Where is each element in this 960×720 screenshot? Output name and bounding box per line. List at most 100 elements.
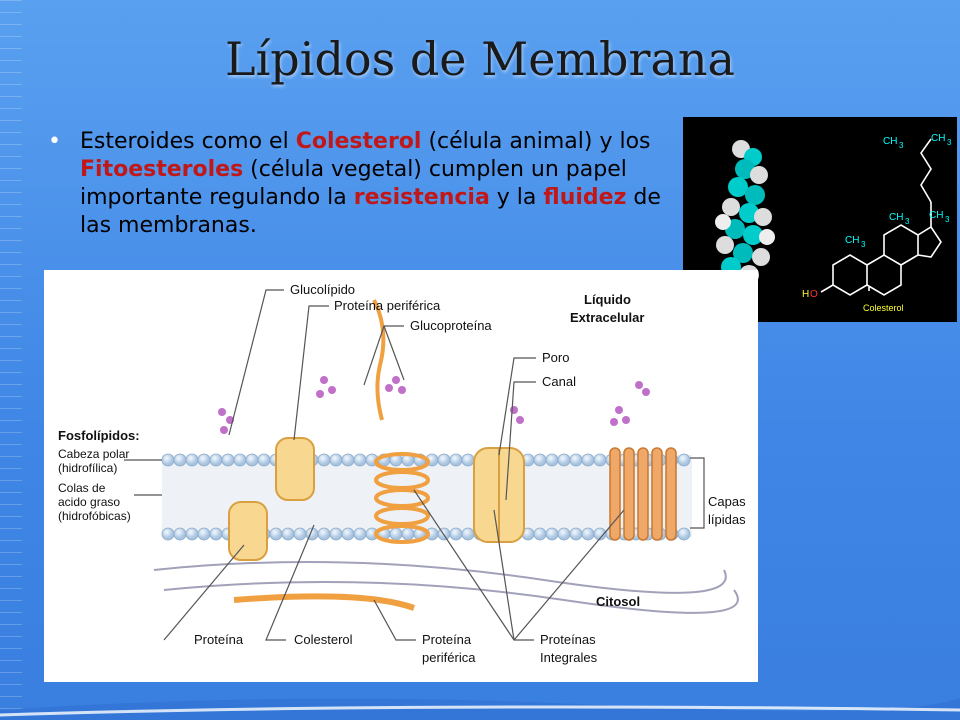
phospholipid-head (593, 453, 607, 467)
label-proteinas-integrales-1: Proteínas (540, 632, 596, 647)
phospholipid-head (329, 453, 343, 467)
phospholipid-head (233, 453, 247, 467)
highlight-fitoesteroles: Fitoesteroles (80, 157, 244, 182)
hydroxyl-h: H (802, 289, 809, 300)
phospholipid-head (173, 453, 187, 467)
phospholipid-head (533, 453, 547, 467)
phospholipid-head (569, 527, 583, 541)
ch3-sub-5: 3 (861, 240, 866, 249)
phospholipid-head (449, 453, 463, 467)
label-citosol: Citosol (596, 594, 640, 609)
label-hidrofobicas: (hidrofóbicas) (58, 509, 131, 523)
bullet-text-4: y la (489, 185, 544, 210)
phospholipid-head (209, 453, 223, 467)
phospholipid-head (461, 527, 475, 541)
hydroxyl-o: O (810, 289, 818, 300)
bullet-marker: • (48, 129, 61, 154)
label-proteina-periferica-bottom-2: periférica (422, 650, 476, 665)
ch3-sub-4: 3 (945, 215, 950, 224)
phospholipid-head (545, 527, 559, 541)
ch3-label-3: CH (889, 212, 903, 223)
bullet-text-5: de las membranas. (80, 185, 661, 238)
label-fosfolipidos: Fosfolípidos: (58, 428, 140, 443)
phospholipid-head (269, 527, 283, 541)
phospholipid-head (185, 527, 199, 541)
phospholipid-head (341, 453, 355, 467)
label-proteina: Proteína (194, 632, 244, 647)
phospholipid-head (281, 527, 295, 541)
helix-bundle-shape (609, 447, 677, 541)
ch3-label-2: CH (931, 133, 945, 144)
phospholipid-head (449, 527, 463, 541)
phospholipid-head (461, 453, 475, 467)
label-poro: Poro (542, 350, 569, 365)
phospholipid-head (545, 453, 559, 467)
integral-protein-left-shape (228, 501, 268, 561)
bottom-wave-decoration (0, 698, 960, 720)
glycoprotein-helix-shape (372, 299, 430, 544)
label-proteina-periferica-top: Proteína periférica (334, 298, 441, 313)
label-hidrofilica: (hidrofílica) (58, 461, 117, 475)
phospholipid-head (569, 453, 583, 467)
highlight-resistencia: resistencia (353, 185, 490, 210)
phospholipid-head (245, 453, 259, 467)
phospholipid-head (401, 527, 415, 541)
ch3-sub-3: 3 (905, 217, 910, 226)
phospholipid-head (161, 527, 175, 541)
phospholipid-head (197, 453, 211, 467)
label-extracelular: Extracelular (570, 310, 644, 325)
label-liquido: Líquido (584, 292, 631, 307)
phospholipid-head (257, 453, 271, 467)
leader-lines (124, 289, 705, 641)
phospholipid-head (437, 453, 451, 467)
phospholipid-head (677, 453, 691, 467)
phospholipid-head (185, 453, 199, 467)
bullet-text-3: (célula vegetal) cumplen un papel import… (80, 157, 627, 210)
phospholipid-head (581, 453, 595, 467)
phospholipid-head (533, 527, 547, 541)
phospholipid-head (389, 527, 403, 541)
phospholipid-head (293, 527, 307, 541)
label-colas: Colas de (58, 481, 106, 495)
label-acido-graso: acido graso (58, 495, 120, 509)
phospholipid-head (677, 527, 691, 541)
bullet-list: • Esteroides como el Colesterol (célula … (48, 128, 668, 240)
phospholipid-head (557, 527, 571, 541)
bullet-text-1: Esteroides como el (80, 129, 296, 154)
membrane-diagram: Glucolípido Proteína periférica Glucopro… (44, 270, 758, 682)
phospholipid-head (353, 453, 367, 467)
label-capas: Capas (708, 494, 746, 509)
phospholipid-head (209, 527, 223, 541)
skeletal-formula (820, 138, 942, 296)
phospholipid-head (353, 527, 367, 541)
ch3-sub-1: 3 (899, 141, 904, 150)
slide-title: Lípidos de Membrana (225, 32, 735, 86)
label-proteinas-integrales-2: Integrales (540, 650, 598, 665)
phospholipid-head (581, 527, 595, 541)
label-colesterol: Colesterol (294, 632, 353, 647)
label-canal: Canal (542, 374, 576, 389)
cytoskeleton-fibers (153, 561, 739, 614)
phospholipid-head (317, 527, 331, 541)
phospholipid-head (557, 453, 571, 467)
highlight-colesterol: Colesterol (295, 129, 422, 154)
highlight-fluidez: fluidez (543, 185, 627, 210)
label-cabeza-polar: Cabeza polar (58, 447, 129, 461)
ch3-label-4: CH (929, 210, 943, 221)
ch3-sub-2: 3 (947, 138, 952, 147)
label-glucolipido: Glucolípido (290, 282, 355, 297)
label-lipidas: lípidas (708, 512, 746, 527)
phospholipid-head (341, 527, 355, 541)
bullet-item: Esteroides como el Colesterol (célula an… (80, 128, 668, 240)
peripheral-protein-bottom (233, 593, 416, 611)
sugar-chains (218, 376, 650, 434)
cholesterol-caption: Colesterol (863, 303, 904, 313)
phospholipid-head (197, 527, 211, 541)
peripheral-protein-top-shape (275, 437, 315, 501)
ch3-label-1: CH (883, 136, 897, 147)
bullet-text-2: (célula animal) y los (421, 129, 651, 154)
phospholipid-head (317, 453, 331, 467)
membrane-svg: Glucolípido Proteína periférica Glucopro… (58, 282, 746, 665)
phospholipid-head (329, 527, 343, 541)
phospholipid-head (173, 527, 187, 541)
